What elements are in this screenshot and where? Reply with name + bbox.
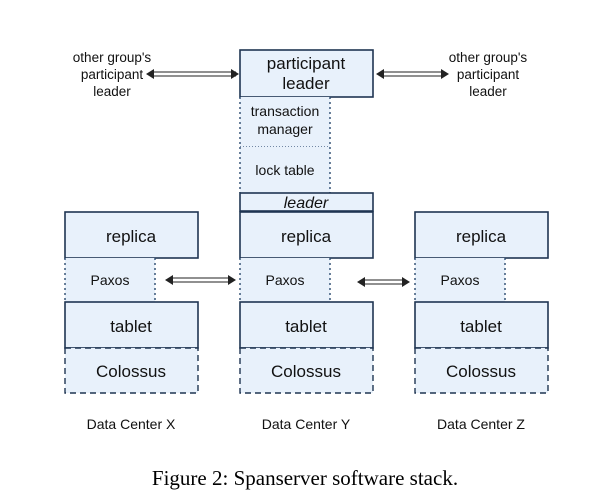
leader-tag-label: leader (284, 195, 329, 212)
right-side-label-1: other group's (449, 50, 528, 65)
transaction-manager-label-1: transaction (251, 103, 319, 119)
right-side-label-3: leader (469, 84, 507, 99)
left-side-label-3: leader (93, 84, 131, 99)
tablet-label-x: tablet (110, 317, 152, 336)
data-center-z-label: Data Center Z (437, 416, 525, 432)
tablet-box-x (64, 301, 199, 349)
tablet-label-y: tablet (285, 317, 327, 336)
transaction-manager-box (240, 97, 330, 147)
colossus-label-y: Colossus (271, 362, 341, 381)
lock-table-box (240, 147, 330, 193)
participant-leader-box (239, 49, 374, 98)
colossus-label-x: Colossus (96, 362, 166, 381)
paxos-label-z: Paxos (441, 272, 480, 288)
arrow-paxos-y-to-z (357, 277, 410, 287)
left-side-label-2: participant (81, 67, 144, 82)
colossus-box-z (414, 347, 549, 394)
paxos-box-y (240, 258, 330, 302)
tablet-box-z (414, 301, 549, 349)
paxos-box-x (65, 258, 155, 302)
spanserver-diagram: participant leader transaction manager l… (64, 49, 549, 432)
participant-leader-label-1: participant (267, 54, 346, 73)
tablet-label-z: tablet (460, 317, 502, 336)
left-side-label-1: other group's (73, 50, 152, 65)
paxos-box-z (415, 258, 505, 302)
tablet-box-y (239, 301, 374, 349)
colossus-label-z: Colossus (446, 362, 516, 381)
replica-label-x: replica (106, 227, 157, 246)
right-side-label-2: participant (457, 67, 520, 82)
arrow-left-to-participant-leader (146, 69, 239, 79)
replica-box-y (239, 211, 374, 259)
lock-table-label: lock table (255, 162, 314, 178)
arrow-paxos-x-to-y (165, 275, 236, 285)
leader-tag-box (239, 192, 374, 212)
replica-box-z (414, 211, 549, 259)
data-center-x-label: Data Center X (87, 416, 176, 432)
replica-box-x (64, 211, 199, 259)
participant-leader-label-2: leader (282, 74, 330, 93)
replica-label-y: replica (281, 227, 332, 246)
paxos-label-x: Paxos (91, 272, 130, 288)
colossus-box-y (239, 347, 374, 394)
paxos-label-y: Paxos (266, 272, 305, 288)
replica-label-z: replica (456, 227, 507, 246)
figure-caption: Figure 2: Spanserver software stack. (151, 466, 459, 490)
transaction-manager-label-2: manager (257, 121, 313, 137)
data-center-y-label: Data Center Y (262, 416, 351, 432)
colossus-box-x (64, 347, 199, 394)
arrow-participant-leader-to-right (376, 69, 449, 79)
